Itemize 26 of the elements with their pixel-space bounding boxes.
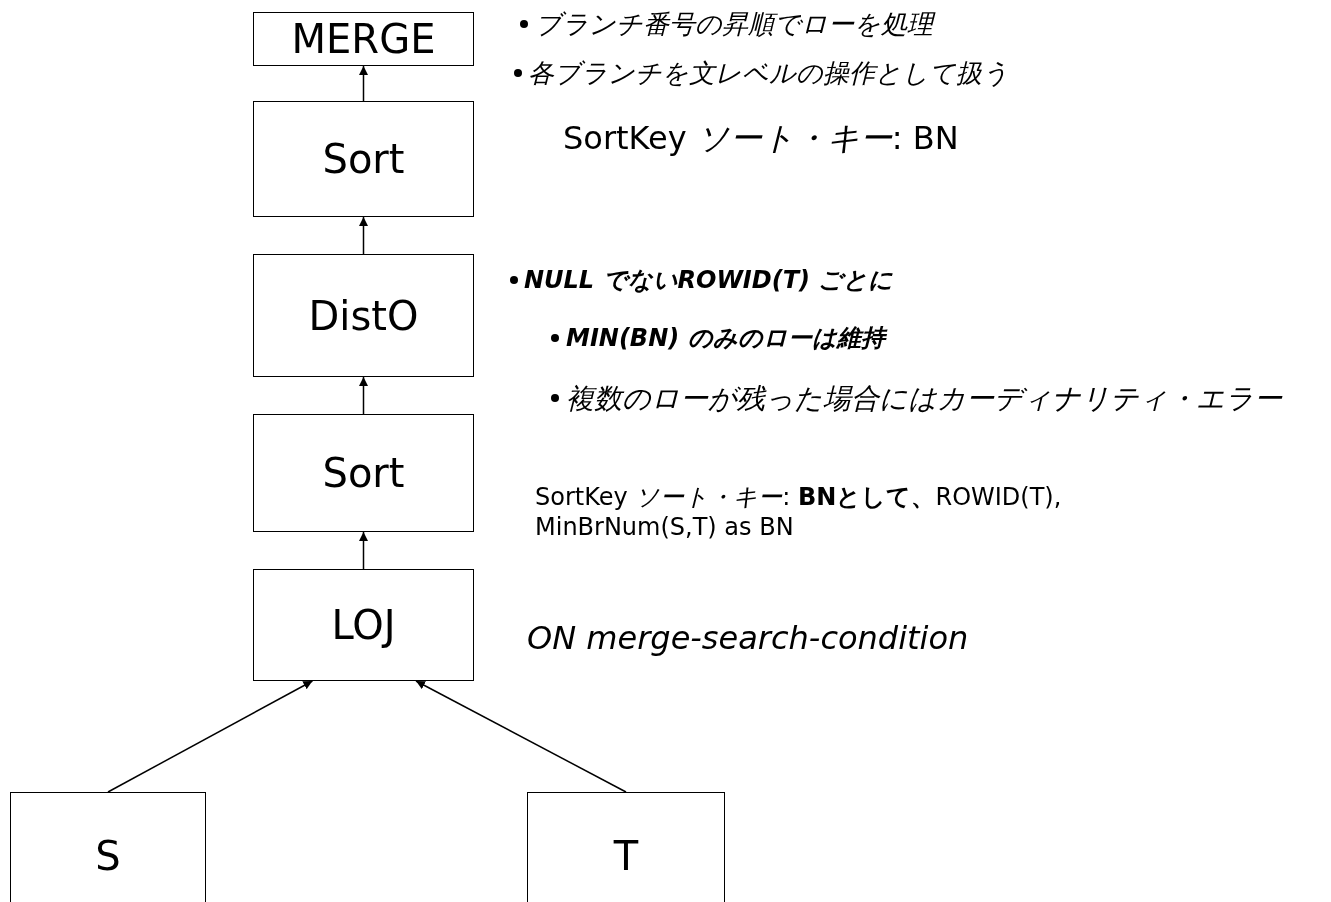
operator-box [253,414,474,532]
operator-label: Sort [322,450,405,496]
arrow [359,216,368,255]
arrow [415,680,627,793]
operator-box [253,12,474,66]
operator-box [253,101,474,217]
arrow [359,531,368,570]
annotation-text: 各ブランチを文レベルの操作として扱う [528,57,1009,90]
annotation-text: 複数のローが残った場合にはカーディナリティ・エラー [566,381,1284,416]
arrow [359,65,368,102]
annotation-text: NULL でないROWID(T) ごとに [524,265,894,295]
operator-label: DistO [308,292,419,339]
operator-box [253,569,474,681]
annotation-text: SortKey ソート・キー: BN [563,118,959,158]
operator-label: Sort [322,136,405,182]
operator-label: S [95,833,121,879]
operator-label: T [613,833,639,879]
operator-box [10,792,206,902]
annotation-text: SortKey ソート・キー: BNとして、ROWID(T), MinBrNum(S,T) as BN [535,482,1063,542]
arrow [107,680,314,793]
operator-label: MERGE [291,16,436,62]
operator-box [527,792,725,902]
operator-label: LOJ [331,602,396,648]
operator-box [253,254,474,377]
arrow [359,376,368,415]
annotation-text: ON merge-search-condition [527,618,969,658]
